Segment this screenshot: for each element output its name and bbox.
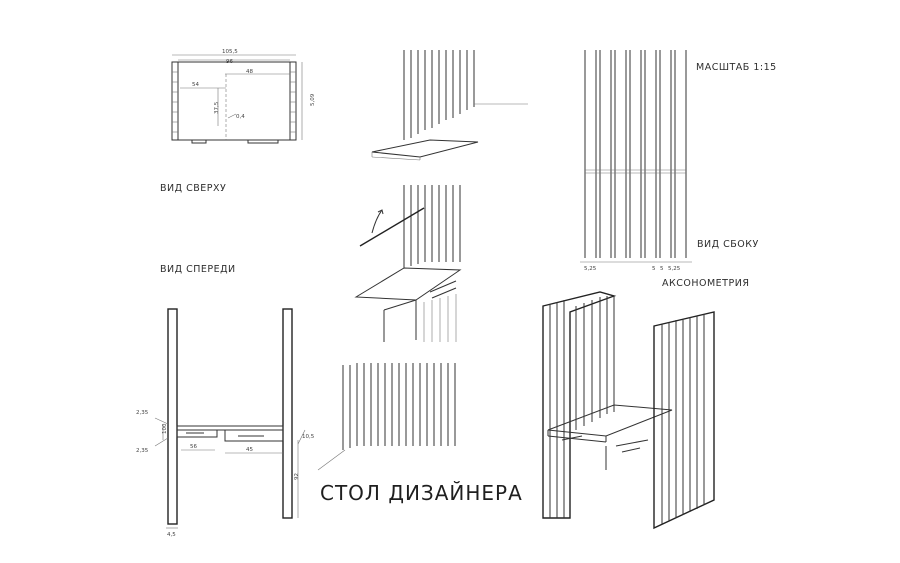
axonometric-drawing (542, 291, 715, 530)
dim-front-h: 100 (162, 423, 168, 434)
dim-top-upper-right: 48 (246, 69, 253, 75)
dim-top-overall: 105,5 (222, 49, 238, 55)
dim-front-base: 4,5 (167, 532, 176, 538)
front-view-drawing: 2,35 100 2,35 56 45 10,5 92 4,5 (136, 308, 315, 538)
dim-front-drawer-left: 56 (190, 444, 197, 450)
dim-top-left: 54 (192, 82, 199, 88)
label-axonometry: АКСОНОМЕТРИЯ (662, 278, 749, 289)
dim-side-mid2: 5 (660, 266, 664, 272)
dim-side-right-gap: 5,25 (668, 266, 681, 272)
dim-top-inner: 96 (226, 59, 233, 65)
label-front-view: ВИД СПЕРЕДИ (160, 264, 236, 275)
dim-front-t1: 2,35 (136, 410, 149, 416)
dim-front-height: 92 (294, 473, 300, 480)
dim-top-right-side: 5,09 (310, 93, 316, 106)
dim-top-small: 0,4 (236, 114, 245, 120)
label-scale: МАСШТАБ 1:15 (696, 62, 777, 73)
detail-slats-sketch (317, 363, 456, 471)
detail-shelf-sketch (371, 50, 528, 161)
dim-side-mid: 5 (652, 266, 656, 272)
dim-front-offset: 10,5 (302, 434, 315, 440)
detail-handle-sketch (354, 185, 462, 342)
dim-front-drawer-right: 45 (246, 447, 253, 453)
label-top-view: ВИД СВЕРХУ (160, 183, 226, 194)
side-view-drawing: 5,25 5 5 5,25 (580, 50, 692, 272)
label-side-view: ВИД СБОКУ (697, 239, 759, 250)
top-view-drawing: 105,5 96 48 54 37,5 0,4 5,09 (171, 49, 316, 144)
drawing-title: СТОЛ ДИЗАЙНЕРА (320, 481, 523, 505)
dim-top-vertical: 37,5 (214, 101, 220, 114)
dim-side-left-gap: 5,25 (584, 266, 597, 272)
dim-front-t2: 2,35 (136, 448, 149, 454)
